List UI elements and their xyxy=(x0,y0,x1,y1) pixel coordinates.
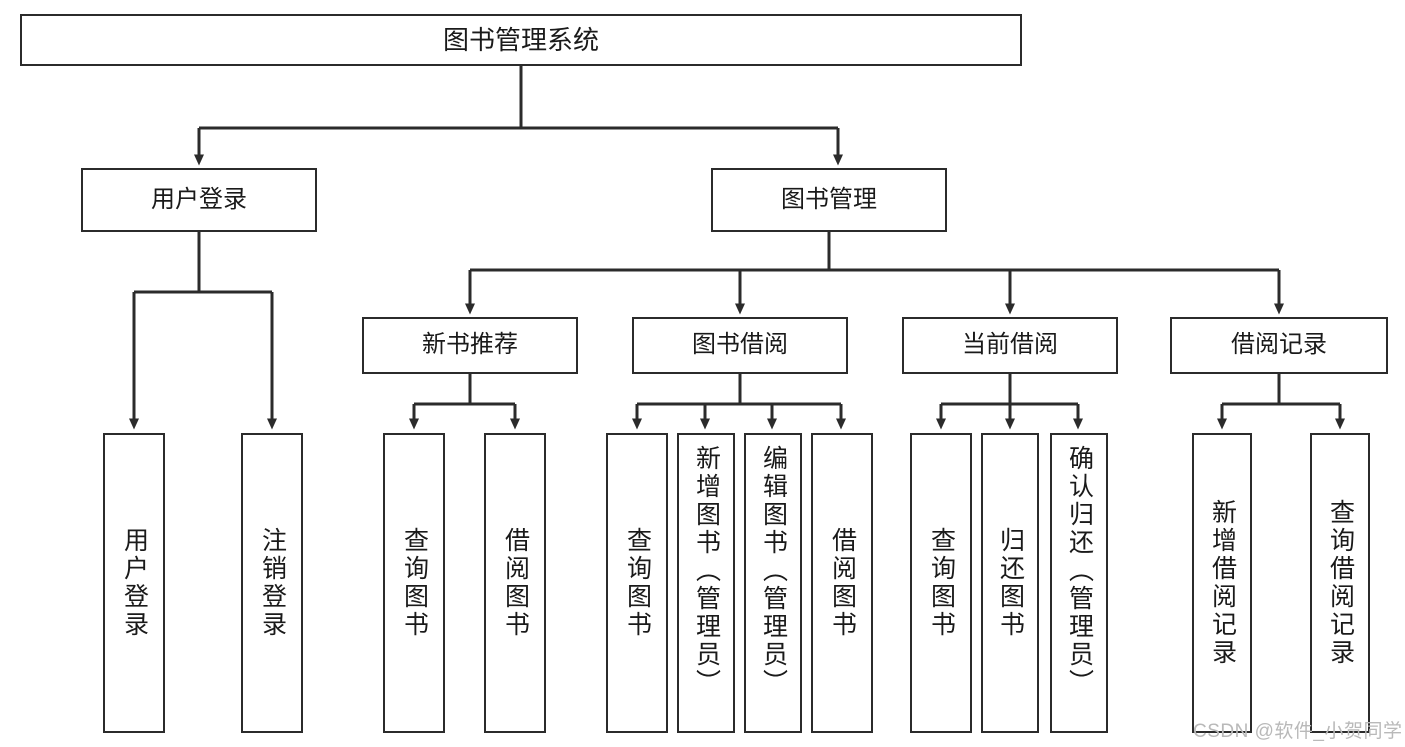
node-label: 查询图书 xyxy=(400,527,429,639)
leaf-return-book[interactable]: 归还图书 xyxy=(981,433,1039,733)
node-label: 借阅记录 xyxy=(1231,331,1327,359)
csdn-watermark: CSDN @软件_小贺同学 xyxy=(1193,721,1403,742)
node-label: 图书管理 xyxy=(781,185,877,213)
node-book-borrow[interactable]: 图书借阅 xyxy=(632,317,848,374)
leaf-edit-book-admin[interactable]: 编辑图书（管理员） xyxy=(744,433,802,733)
leaf-query-borrow-record[interactable]: 查询借阅记录 xyxy=(1310,433,1370,733)
leaf-borrow-book[interactable]: 借阅图书 xyxy=(811,433,873,733)
leaf-query-book-recommend[interactable]: 查询图书 xyxy=(383,433,445,733)
node-label: 查询借阅记录 xyxy=(1326,499,1355,667)
node-label: 用户登录 xyxy=(120,527,149,639)
node-label: 查询图书 xyxy=(623,527,652,639)
node-label: 注销登录 xyxy=(258,527,287,639)
leaf-query-book-current[interactable]: 查询图书 xyxy=(910,433,972,733)
node-label: 查询图书 xyxy=(927,527,956,639)
leaf-query-book-borrow[interactable]: 查询图书 xyxy=(606,433,668,733)
node-label: 用户登录 xyxy=(151,185,247,213)
leaf-user-login[interactable]: 用户登录 xyxy=(103,433,165,733)
node-label: 归还图书 xyxy=(996,527,1025,639)
node-current-borrow[interactable]: 当前借阅 xyxy=(902,317,1118,374)
node-label: 图书管理系统 xyxy=(442,24,599,55)
leaf-borrow-book-recommend[interactable]: 借阅图书 xyxy=(484,433,546,733)
node-label: 新增图书（管理员） xyxy=(692,445,721,697)
node-label: 借阅图书 xyxy=(828,527,857,639)
node-new-book-recommend[interactable]: 新书推荐 xyxy=(362,317,578,374)
node-label: 新增借阅记录 xyxy=(1208,499,1237,667)
leaf-confirm-return-admin[interactable]: 确认归还（管理员） xyxy=(1050,433,1108,733)
node-label: 当前借阅 xyxy=(962,331,1058,359)
leaf-add-borrow-record[interactable]: 新增借阅记录 xyxy=(1192,433,1252,733)
node-book-management-system[interactable]: 图书管理系统 xyxy=(20,14,1022,66)
node-label: 借阅图书 xyxy=(501,527,530,639)
node-label: 确认归还（管理员） xyxy=(1065,445,1094,697)
node-user-login[interactable]: 用户登录 xyxy=(81,168,317,232)
node-book-management[interactable]: 图书管理 xyxy=(711,168,947,232)
node-label: 图书借阅 xyxy=(692,331,788,359)
leaf-logout[interactable]: 注销登录 xyxy=(241,433,303,733)
node-label: 新书推荐 xyxy=(422,331,518,359)
node-label: 编辑图书（管理员） xyxy=(759,445,788,697)
node-borrow-record[interactable]: 借阅记录 xyxy=(1170,317,1388,374)
leaf-add-book-admin[interactable]: 新增图书（管理员） xyxy=(677,433,735,733)
